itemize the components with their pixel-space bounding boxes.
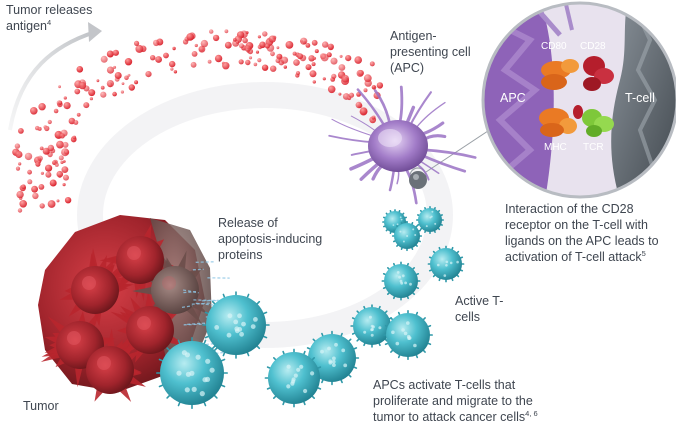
label-active-t-cells: Active T-cells [455, 294, 504, 324]
zoom-leader-line [425, 124, 498, 173]
label-apcs-activate-t-cells: APCs activate T-cells that proliferate a… [373, 378, 538, 424]
label-cd28-interaction: Interaction of the CD28 receptor on the … [505, 202, 659, 264]
tumor-mass [38, 215, 212, 402]
t-cells [156, 206, 465, 410]
zoom-label-apc: APC [500, 91, 526, 105]
cd80-ligand [541, 59, 579, 90]
label-tumor-releases-antigen: Tumor releases antigen4 [6, 3, 93, 33]
zoom-label-mhc: MHC [544, 142, 567, 153]
cycle-arrow [8, 30, 96, 131]
antigen-particles [12, 29, 384, 213]
zoom-label-cd80: CD80 [541, 41, 567, 52]
mhc-molecule [539, 105, 583, 137]
cycle-arrowhead [88, 22, 102, 42]
zoom-label-t-cell: T-cell [625, 91, 655, 105]
zoom-inset [481, 1, 676, 199]
zoom-label-cd28: CD28 [580, 41, 606, 52]
label-release-of-proteins: Release of apoptosis-inducing proteins [218, 216, 323, 262]
cd28-receptor [583, 56, 614, 91]
label-antigen-presenting-cell: Antigen-presenting cell (APC) [390, 29, 471, 75]
apc-cell [328, 85, 477, 205]
tcr-receptor [582, 109, 614, 137]
label-tumor: Tumor [23, 399, 59, 413]
zoom-label-tcr: TCR [583, 142, 604, 153]
